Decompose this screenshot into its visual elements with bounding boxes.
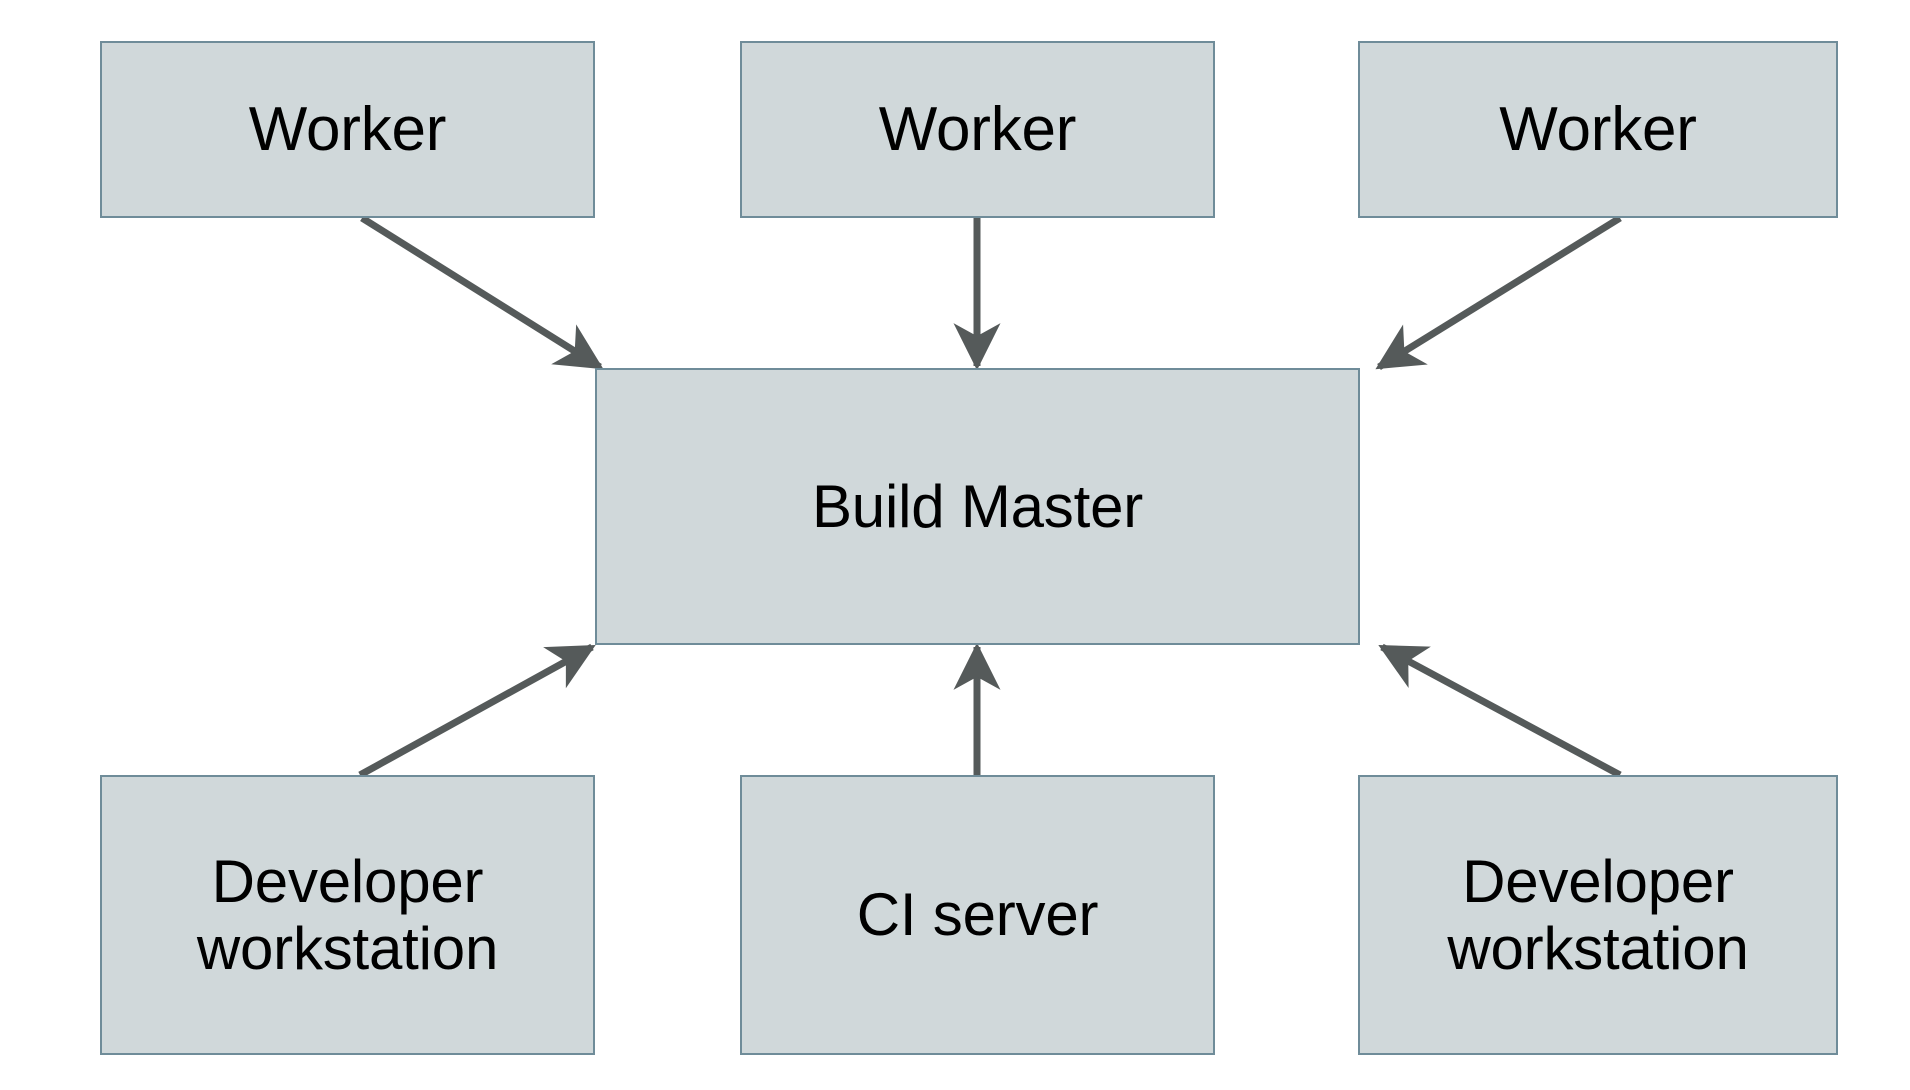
node-label: Worker xyxy=(878,94,1077,164)
node-dev-workstation-right[interactable]: Developer workstation xyxy=(1358,775,1838,1055)
node-label: Developer workstation xyxy=(196,847,499,982)
edge-worker-1-to-build-master xyxy=(360,215,604,370)
node-worker-2[interactable]: Worker xyxy=(740,41,1215,218)
node-label: CI server xyxy=(856,881,1099,949)
node-label: Developer workstation xyxy=(1447,847,1749,982)
node-label: Worker xyxy=(1499,94,1697,164)
edge-dev-workstation-left-to-build-master xyxy=(358,643,596,779)
node-worker-1[interactable]: Worker xyxy=(100,41,595,218)
node-worker-3[interactable]: Worker xyxy=(1358,41,1838,218)
edge-worker-3-to-build-master xyxy=(1375,215,1622,370)
node-label: Build Master xyxy=(811,472,1144,540)
node-build-master[interactable]: Build Master xyxy=(595,368,1360,645)
edge-dev-workstation-right-to-build-master xyxy=(1378,643,1622,779)
node-label: Worker xyxy=(248,94,447,164)
node-ci-server[interactable]: CI server xyxy=(740,775,1215,1055)
node-dev-workstation-left[interactable]: Developer workstation xyxy=(100,775,595,1055)
